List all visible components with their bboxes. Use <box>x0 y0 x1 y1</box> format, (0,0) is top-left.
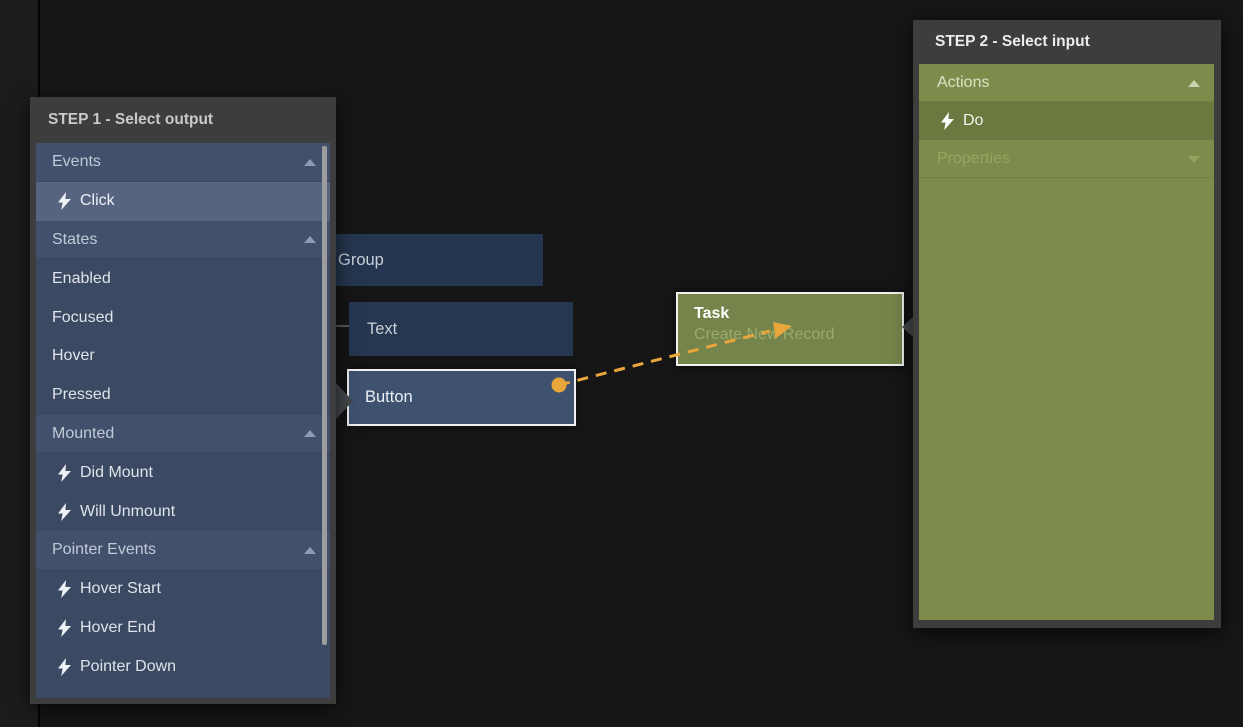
step2-panel-title: STEP 2 - Select input <box>935 33 1090 50</box>
step2-port-list[interactable]: Actions Do Properties <box>919 64 1214 620</box>
row-hover-end[interactable]: Hover End <box>36 609 330 648</box>
step2-select-input-panel: STEP 2 - Select input Actions Do Propert… <box>913 20 1221 628</box>
node-text-label: Text <box>367 319 398 338</box>
row-hover-start-label: Hover Start <box>80 580 161 598</box>
row-will-unmount[interactable]: Will Unmount <box>36 492 330 531</box>
row-did-mount-label: Did Mount <box>80 463 153 481</box>
row-hover-label: Hover <box>52 347 95 365</box>
row-focused-label: Focused <box>52 308 114 326</box>
node-group[interactable]: Group <box>300 234 543 286</box>
row-pointer-down[interactable]: Pointer Down <box>36 647 330 686</box>
section-actions[interactable]: Actions <box>919 64 1214 102</box>
row-hover[interactable]: Hover <box>36 337 330 376</box>
row-click-label: Click <box>80 192 115 210</box>
row-will-unmount-label: Will Unmount <box>80 502 176 520</box>
node-task[interactable]: Task Create New Record <box>676 292 904 366</box>
node-button-label: Button <box>365 388 413 406</box>
row-do-label: Do <box>963 112 984 129</box>
row-enabled[interactable]: Enabled <box>36 259 330 298</box>
row-hover-start[interactable]: Hover Start <box>36 570 330 609</box>
step1-panel-title: STEP 1 - Select output <box>48 111 214 128</box>
event-bolt-icon <box>58 192 71 211</box>
node-task-title: Task <box>694 305 730 322</box>
section-properties[interactable]: Properties <box>919 140 1214 178</box>
node-text[interactable]: Text <box>349 302 573 356</box>
event-bolt-icon <box>941 112 954 130</box>
collapse-up-icon <box>304 430 316 438</box>
row-pressed-label: Pressed <box>52 386 111 404</box>
node-task-subtitle: Create New Record <box>694 326 835 343</box>
section-actions-label: Actions <box>937 74 990 91</box>
row-pointer-down-label: Pointer Down <box>80 657 177 675</box>
section-properties-label: Properties <box>937 150 1010 167</box>
collapse-up-icon <box>304 158 316 166</box>
section-states-label: States <box>52 230 98 248</box>
section-mounted-label: Mounted <box>52 424 115 442</box>
collapse-up-icon <box>1188 79 1200 87</box>
step1-panel-pointer-icon <box>336 383 353 419</box>
collapse-up-icon <box>304 546 316 554</box>
event-bolt-icon <box>58 463 71 482</box>
node-button[interactable]: Button <box>347 369 576 426</box>
event-bolt-icon <box>58 502 71 521</box>
section-events[interactable]: Events <box>36 143 330 182</box>
section-pointer-events[interactable]: Pointer Events <box>36 530 330 570</box>
row-hover-end-label: Hover End <box>80 618 156 636</box>
section-pointer-events-label: Pointer Events <box>52 541 157 559</box>
row-focused[interactable]: Focused <box>36 298 330 337</box>
row-enabled-label: Enabled <box>52 269 111 287</box>
collapse-down-icon <box>1188 155 1200 163</box>
row-pressed[interactable]: Pressed <box>36 376 330 415</box>
row-click[interactable]: Click <box>36 181 330 221</box>
collapse-up-icon <box>304 236 316 244</box>
section-states[interactable]: States <box>36 220 330 260</box>
event-bolt-icon <box>58 580 71 599</box>
event-bolt-icon <box>58 657 71 676</box>
row-did-mount[interactable]: Did Mount <box>36 453 330 492</box>
row-do[interactable]: Do <box>919 102 1214 140</box>
section-mounted[interactable]: Mounted <box>36 414 330 454</box>
event-bolt-icon <box>58 618 71 637</box>
node-group-label: Group <box>338 250 384 269</box>
section-events-label: Events <box>52 153 101 171</box>
step1-scrollbar[interactable] <box>322 146 327 645</box>
step1-select-output-panel: STEP 1 - Select output Events Click Stat… <box>30 97 336 704</box>
step1-port-list[interactable]: Events Click States Enabled Focused Hove… <box>36 143 330 698</box>
tree-connector-line <box>336 325 349 327</box>
